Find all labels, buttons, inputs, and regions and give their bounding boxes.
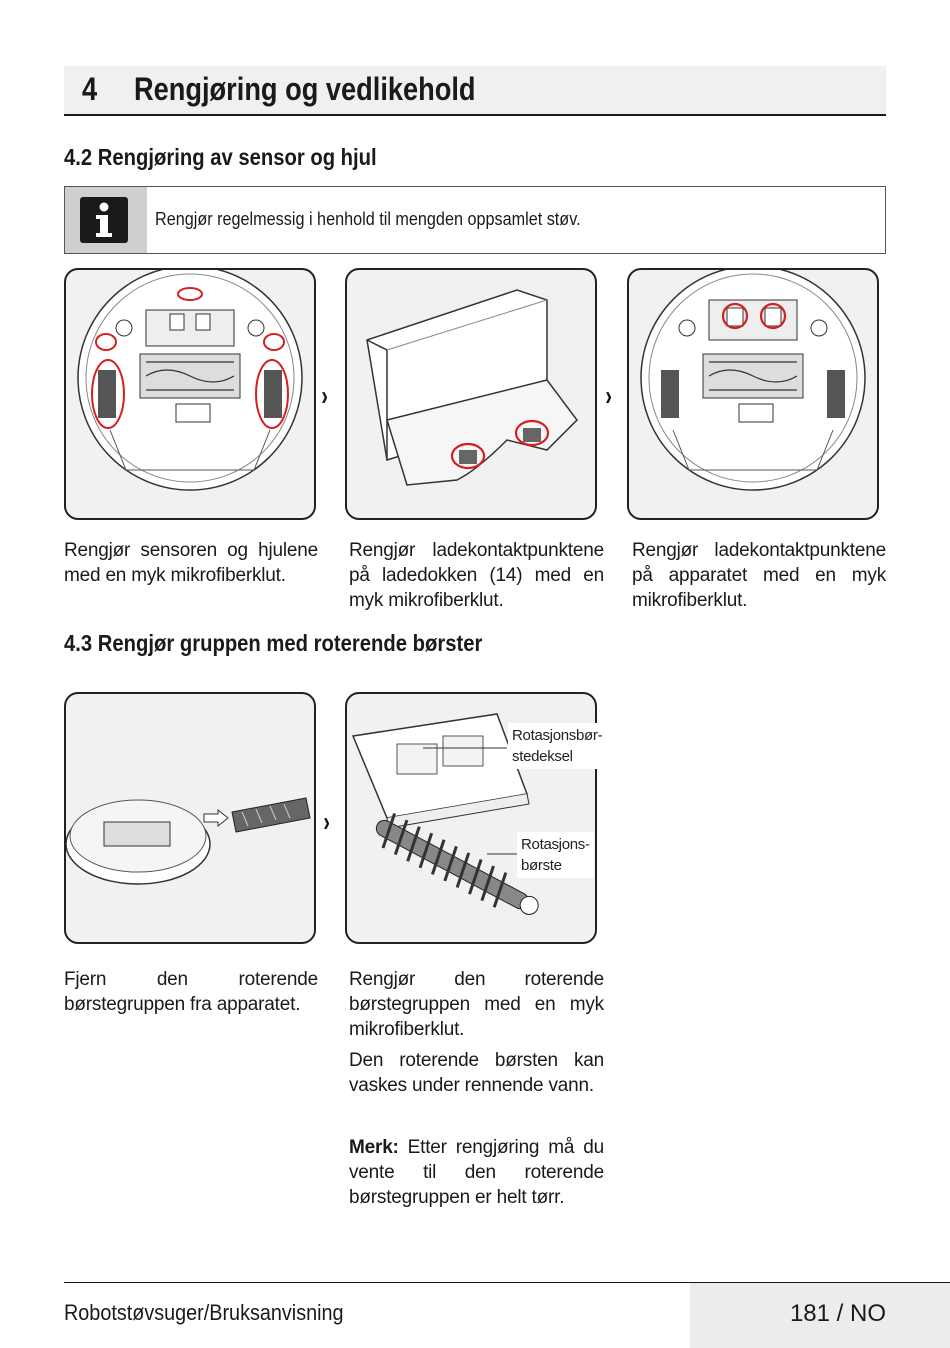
caption-wash-brush: Den roterende børsten kan vaskes under r… — [349, 1050, 604, 1096]
footer-page-box — [690, 1283, 950, 1348]
figure-brush-parts — [345, 692, 597, 944]
callout-rotating-brush: Rotasjons- børste — [517, 832, 594, 878]
info-icon-background — [65, 187, 147, 253]
chevron-right-icon: › — [321, 380, 328, 411]
chevron-right-icon: › — [323, 806, 330, 837]
note-paragraph: Merk: Etter rengjøring må du vente til d… — [349, 1135, 604, 1210]
footer-page-number: 181 / NO — [789, 1300, 886, 1327]
note-text: Etter rengjøring må du vente til den rot… — [349, 1137, 604, 1208]
info-icon — [80, 197, 128, 243]
figure-charging-dock — [345, 268, 597, 520]
chevron-right-icon: › — [605, 380, 612, 411]
info-box: Rengjør regelmessig i henhold til mengde… — [64, 186, 886, 254]
figure-remove-brush — [64, 692, 316, 944]
figure-robot-contacts — [627, 268, 879, 520]
caption-clean-brush: Rengjør den roterende børstegruppen med … — [349, 969, 604, 1040]
footer-document-title: Robotstøvsuger/Bruksanvisning — [64, 1300, 344, 1325]
figure-robot-sensors — [64, 268, 316, 520]
note-label: Merk: — [349, 1137, 399, 1158]
caption-sensors: Rengjør sensoren og hjulene med en myk m… — [64, 540, 318, 586]
info-text: Rengjør regelmessig i henhold til mengde… — [155, 209, 581, 229]
caption-remove-brush: Fjern den roterende børstegruppen fra ap… — [64, 969, 318, 1015]
section-title-4-2: 4.2 Rengjøring av sensor og hjul — [64, 144, 377, 170]
chapter-title: Rengjøring og vedlikehold — [134, 71, 476, 107]
footer-divider — [64, 1282, 950, 1283]
callout-brush-cover: Rotasjonsbør- stedeksel — [508, 723, 607, 769]
caption-dock-contacts: Rengjør ladekontaktpunktene på ladedokke… — [349, 540, 604, 611]
section-title-4-3: 4.3 Rengjør gruppen med roterende børste… — [64, 630, 483, 656]
chapter-number: 4 — [82, 71, 98, 107]
chapter-header: 4 Rengjøring og vedlikehold — [64, 66, 886, 116]
caption-robot-contacts: Rengjør ladekontaktpunktene på apparatet… — [632, 540, 886, 611]
